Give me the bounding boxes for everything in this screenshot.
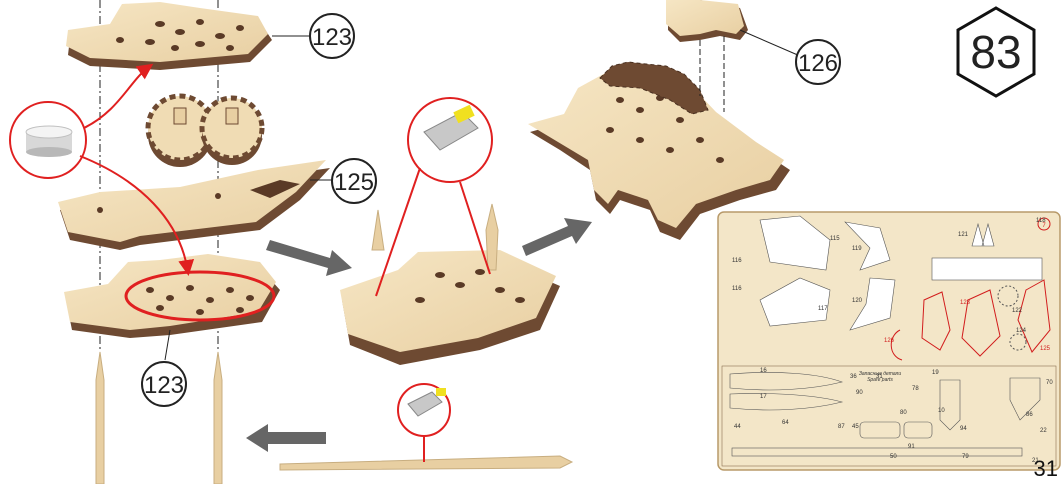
part-label: 70 [1046, 380, 1053, 386]
exploded-stack: 123 125 123 [10, 0, 376, 484]
part-label: 94 [960, 426, 967, 432]
part-label: 123 [960, 300, 971, 306]
step-number: 83 [970, 26, 1021, 78]
part-label: 126 [884, 338, 895, 344]
part-125-middle [58, 160, 330, 250]
part-label: 31 [876, 374, 883, 380]
part-label: 64 [782, 420, 789, 426]
parts-sheet: 7 Запасные детали Spare parts 1151161161… [718, 212, 1060, 470]
toothpick-cut [280, 384, 572, 470]
part-label: 36 [850, 374, 857, 380]
part-label: 90 [856, 390, 863, 396]
callout-125-label: 125 [334, 169, 374, 196]
part-123-bottom [64, 254, 280, 338]
part-label: 122 [1012, 308, 1023, 314]
part-label: 19 [932, 370, 939, 376]
part-label: 119 [852, 246, 862, 252]
part-label: 50 [890, 454, 897, 460]
part-label: 124 [1016, 328, 1027, 334]
part-label: 91 [908, 444, 915, 450]
page-number: 31 [1034, 456, 1058, 482]
part-label: 118 [1036, 218, 1046, 224]
part-label: 125 [1040, 346, 1051, 352]
part-label: 79 [962, 454, 969, 460]
callout-123-top-label: 123 [312, 24, 352, 51]
gear-pair [148, 96, 262, 167]
part-label: 86 [1026, 412, 1033, 418]
part-label: 45 [852, 424, 859, 430]
part-123-top [66, 2, 272, 70]
part-label: 44 [734, 424, 741, 430]
part-label: 116 [732, 258, 742, 264]
part-label: 22 [1040, 428, 1047, 434]
assembled-body [340, 98, 560, 365]
part-label: 115 [830, 236, 840, 242]
part-label: 87 [838, 424, 845, 430]
part-label: 78 [912, 386, 919, 392]
part-label: 121 [958, 232, 969, 238]
step-badge: 83 [958, 8, 1034, 96]
part-label: 16 [760, 368, 767, 374]
callout-126-label: 126 [798, 50, 838, 77]
finished-dinosaur: 126 [528, 0, 840, 240]
callout-123-bottom-label: 123 [144, 372, 184, 399]
part-label: 17 [760, 394, 767, 400]
part-label: 116 [732, 286, 742, 292]
part-label: 117 [818, 306, 828, 312]
part-label: 80 [900, 410, 907, 416]
part-label: 10 [938, 408, 945, 414]
part-label: 120 [852, 298, 863, 304]
